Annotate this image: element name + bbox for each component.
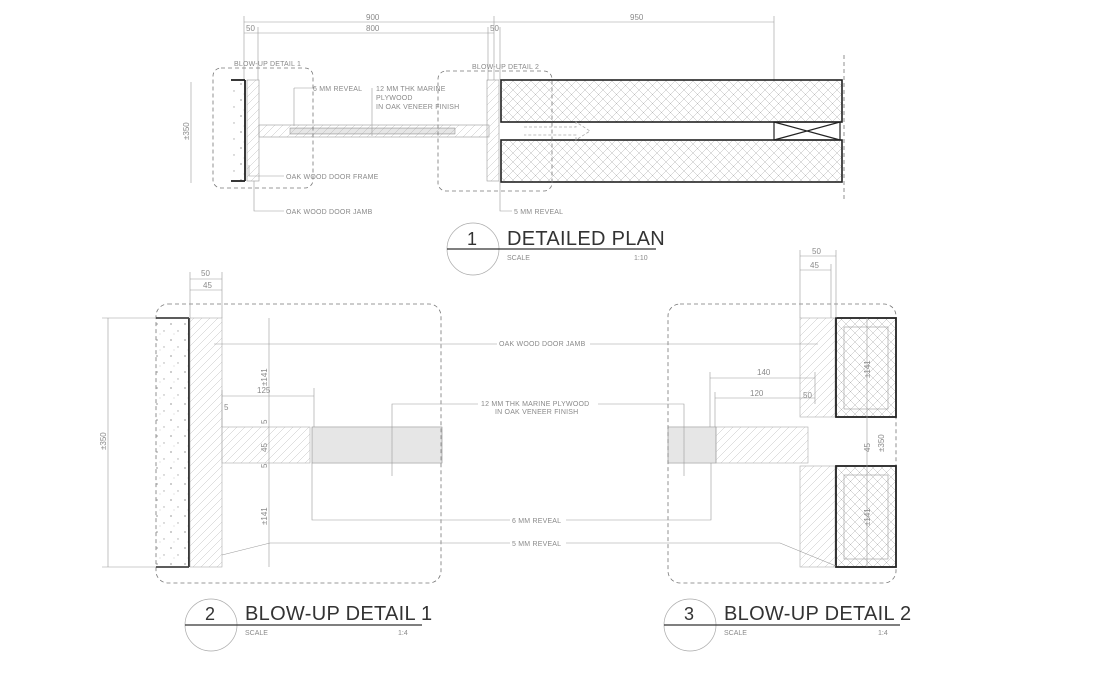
d1-dim-45-mid: 45 — [260, 443, 269, 452]
d1-dim-350: ±350 — [99, 432, 108, 450]
blowup-detail-2: 50 45 140 120 50 ±141 ±141 45 ±350 3 BLO… — [663, 247, 911, 652]
callout-blowup-2: BLOW-UP DETAIL 2 — [472, 64, 539, 71]
d1-dim-141-bottom: ±141 — [260, 507, 269, 525]
note-6mm-reveal: 6 MM REVEAL — [512, 518, 561, 525]
title-blowup-2-text: BLOW-UP DETAIL 2 — [724, 603, 911, 625]
d2-dim-50: 50 — [812, 247, 821, 256]
callout-plywood-1: 12 MM THK MARINE — [376, 86, 446, 93]
title-number-2: 2 — [205, 604, 215, 624]
title-number-3: 3 — [684, 604, 694, 624]
title-detailed-plan-text: DETAILED PLAN — [507, 228, 665, 250]
scale-value-plan: 1:10 — [634, 255, 648, 262]
dim-950: 950 — [630, 13, 644, 22]
d2-dim-140: 140 — [757, 368, 771, 377]
d2-dim-50b: 50 — [803, 391, 812, 400]
d1-dim-141-top: ±141 — [260, 368, 269, 386]
blowup-detail-1: 50 45 ±350 ±141 ±141 45 5 5 125 5 2 BLOW… — [99, 269, 443, 652]
note-plywood-1: 12 MM THK MARINE PLYWOOD — [481, 401, 589, 408]
dim-350-plan: ±350 — [182, 122, 191, 140]
title-detailed-plan: 1 DETAILED PLAN SCALE 1:10 — [446, 222, 665, 276]
callout-door-frame: OAK WOOD DOOR FRAME — [286, 174, 379, 181]
d2-dim-45: 45 — [810, 261, 819, 270]
title-number-1: 1 — [467, 229, 477, 249]
callout-plywood-2: PLYWOOD — [376, 95, 413, 102]
d1-dim-5-a: 5 — [260, 419, 269, 424]
svg-text:SCALE: SCALE — [245, 630, 268, 637]
dim-50-right: 50 — [490, 24, 499, 33]
d2-dim-45-mid: 45 — [863, 443, 872, 452]
d1-dim-45: 45 — [203, 281, 212, 290]
note-5mm-reveal: 5 MM REVEAL — [512, 541, 561, 548]
svg-text:SCALE: SCALE — [507, 255, 530, 262]
detailed-plan: 900 950 800 50 50 ±350 BLOW-UP DETAIL — [182, 13, 845, 276]
callout-plywood-3: IN OAK VENEER FINISH — [376, 104, 459, 111]
callout-blowup-1: BLOW-UP DETAIL 1 — [234, 61, 301, 68]
d2-dim-141-bottom: ±141 — [863, 508, 872, 526]
title-blowup-1-text: BLOW-UP DETAIL 1 — [245, 603, 432, 625]
svg-text:SCALE: SCALE — [724, 630, 747, 637]
dim-50-left: 50 — [246, 24, 255, 33]
d1-dim-5-c: 5 — [260, 463, 269, 468]
dim-800: 800 — [366, 24, 380, 33]
callout-5mm-reveal: 5 MM REVEAL — [514, 209, 563, 216]
title-blowup-2: 3 BLOW-UP DETAIL 2 SCALE 1:4 — [663, 598, 911, 652]
title-blowup-1: 2 BLOW-UP DETAIL 1 SCALE 1:4 — [184, 598, 432, 652]
note-door-jamb: OAK WOOD DOOR JAMB — [499, 341, 586, 348]
shared-callouts: OAK WOOD DOOR JAMB 12 MM THK MARINE PLYW… — [214, 341, 837, 567]
dim-900: 900 — [366, 13, 380, 22]
scale-value-d2: 1:4 — [878, 630, 888, 637]
scale-value-d1: 1:4 — [398, 630, 408, 637]
d2-dim-141-top: ±141 — [863, 360, 872, 378]
d1-dim-125: 125 — [257, 386, 271, 395]
d2-dim-350: ±350 — [877, 434, 886, 452]
callout-door-jamb: OAK WOOD DOOR JAMB — [286, 209, 373, 216]
d1-dim-50: 50 — [201, 269, 210, 278]
d1-dim-5-b: 5 — [224, 403, 229, 412]
note-plywood-2: IN OAK VENEER FINISH — [495, 409, 578, 416]
d2-dim-120: 120 — [750, 389, 764, 398]
callout-6mm-reveal: 6 MM REVEAL — [313, 86, 362, 93]
